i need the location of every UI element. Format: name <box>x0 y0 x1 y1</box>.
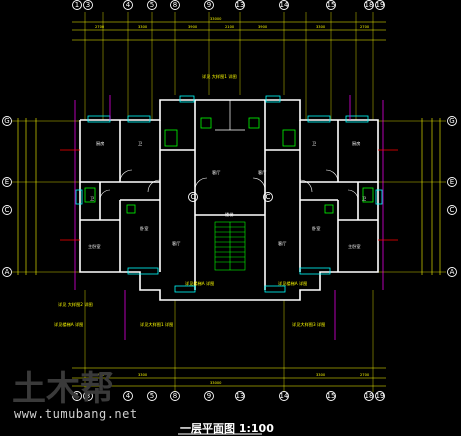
axis-bubbles-top: 1 3 4 5 8 9 13 14 15 18 19 <box>72 0 385 10</box>
axis-label: 9 <box>207 1 211 9</box>
dimension-lines: 2700 3300 3900 2100 3900 3300 2700 33000 33… <box>12 12 446 392</box>
room-label: 厨房 <box>352 140 360 147</box>
room-label: 主卧室 <box>88 243 101 250</box>
axis-label: 19 <box>376 1 385 9</box>
axis-label: C <box>5 206 10 214</box>
axis-label: 13 <box>236 392 245 400</box>
annotations <box>60 95 398 340</box>
note-stair-top: 详见 大样图1 详图 <box>202 73 237 80</box>
axis-bubbles-sides: G E C A G E C A C C <box>2 116 457 277</box>
room-labels: 厨房 卫 卫 厨房 客厅 客厅 卫 卫 卧室 卧室 主卧室 主卧室 客厅 客厅 … <box>88 140 366 250</box>
svg-text:3900: 3900 <box>258 25 268 29</box>
axis-label: A <box>5 268 10 276</box>
doors <box>99 169 359 201</box>
svg-text:2700: 2700 <box>95 373 105 377</box>
note-bottom-right: 详见大样图3 详图 <box>292 321 325 328</box>
axis-label: C <box>266 193 271 201</box>
axis-label: 18 <box>365 392 374 400</box>
axis-label: G <box>449 117 454 125</box>
axis-label: 14 <box>280 1 289 9</box>
note-window-left: 详见楼梯A 详图 <box>185 280 214 287</box>
axis-label: G <box>4 117 9 125</box>
note-bottom-left: 详见楼梯A 详图 <box>54 321 83 328</box>
axis-label: 4 <box>126 392 131 400</box>
windows <box>75 95 383 293</box>
room-label: 客厅 <box>258 169 266 176</box>
axis-label: E <box>5 178 9 186</box>
watermark: 土木帮 www.tumubang.net <box>12 369 138 421</box>
axis-label: 1 <box>75 392 79 400</box>
axis-label: 18 <box>365 1 374 9</box>
room-label: 主卧室 <box>348 243 361 250</box>
axis-label: C <box>191 193 196 201</box>
svg-text:3300: 3300 <box>138 25 148 29</box>
axis-label: 4 <box>126 1 131 9</box>
room-label: 卧室 <box>140 225 148 232</box>
axis-label: 5 <box>150 392 154 400</box>
svg-text:3300: 3300 <box>138 373 148 377</box>
room-label: 客厅 <box>278 240 286 247</box>
axis-label: 8 <box>173 392 177 400</box>
room-label: 卧室 <box>312 225 320 232</box>
axis-label: 14 <box>280 392 289 400</box>
axis-label: 9 <box>207 392 211 400</box>
svg-text:33000: 33000 <box>210 17 222 21</box>
watermark-logo: 土木帮 <box>12 369 114 409</box>
drawing-title: 一层平面图 1:100 <box>178 422 274 435</box>
svg-text:3300: 3300 <box>316 373 326 377</box>
room-label: 客厅 <box>212 169 220 176</box>
axis-label: C <box>450 206 455 214</box>
room-label: 客厅 <box>172 240 180 247</box>
room-label: 卫 <box>312 141 316 146</box>
axis-label: 15 <box>327 392 336 400</box>
note-stair-left: 详见 大样图2 详图 <box>58 301 93 308</box>
axis-bubbles-bottom: 1 3 4 5 8 9 13 14 15 18 19 <box>72 391 385 401</box>
note-window-right: 详见楼梯A 详图 <box>278 280 307 287</box>
svg-text:3300: 3300 <box>316 25 326 29</box>
watermark-url: www.tumubang.net <box>14 407 138 421</box>
axis-label: 3 <box>86 1 90 9</box>
fixtures <box>84 117 374 214</box>
axis-label: 5 <box>150 1 154 9</box>
axis-label: 3 <box>86 392 90 400</box>
room-label: 卫 <box>90 196 94 201</box>
axis-label: 13 <box>236 1 245 9</box>
svg-text:2700: 2700 <box>360 25 370 29</box>
svg-text:2100: 2100 <box>225 25 235 29</box>
svg-text:3900: 3900 <box>188 25 198 29</box>
svg-text:33000: 33000 <box>210 381 222 385</box>
axis-label: 1 <box>75 1 79 9</box>
building-walls <box>79 99 379 301</box>
room-label: 卫 <box>138 141 142 146</box>
page-title: 一层平面图 1:100 <box>180 422 274 435</box>
axis-label: 8 <box>173 1 177 9</box>
note-bottom-mid: 详见大样图1 详图 <box>140 321 173 328</box>
svg-text:2700: 2700 <box>360 373 370 377</box>
callout-notes: 详见 大样图1 详图 详见 大样图2 详图 详见楼梯A 详图 详见楼梯A 详图 … <box>54 73 325 328</box>
room-label: 厨房 <box>96 140 104 147</box>
axis-label: A <box>450 268 455 276</box>
stair <box>214 221 246 271</box>
axis-label: 19 <box>376 392 385 400</box>
axis-label: 15 <box>327 1 336 9</box>
svg-text:2700: 2700 <box>95 25 105 29</box>
room-label: 卫 <box>362 196 366 201</box>
room-label: 楼梯 <box>225 211 233 218</box>
axis-label: E <box>450 178 454 186</box>
